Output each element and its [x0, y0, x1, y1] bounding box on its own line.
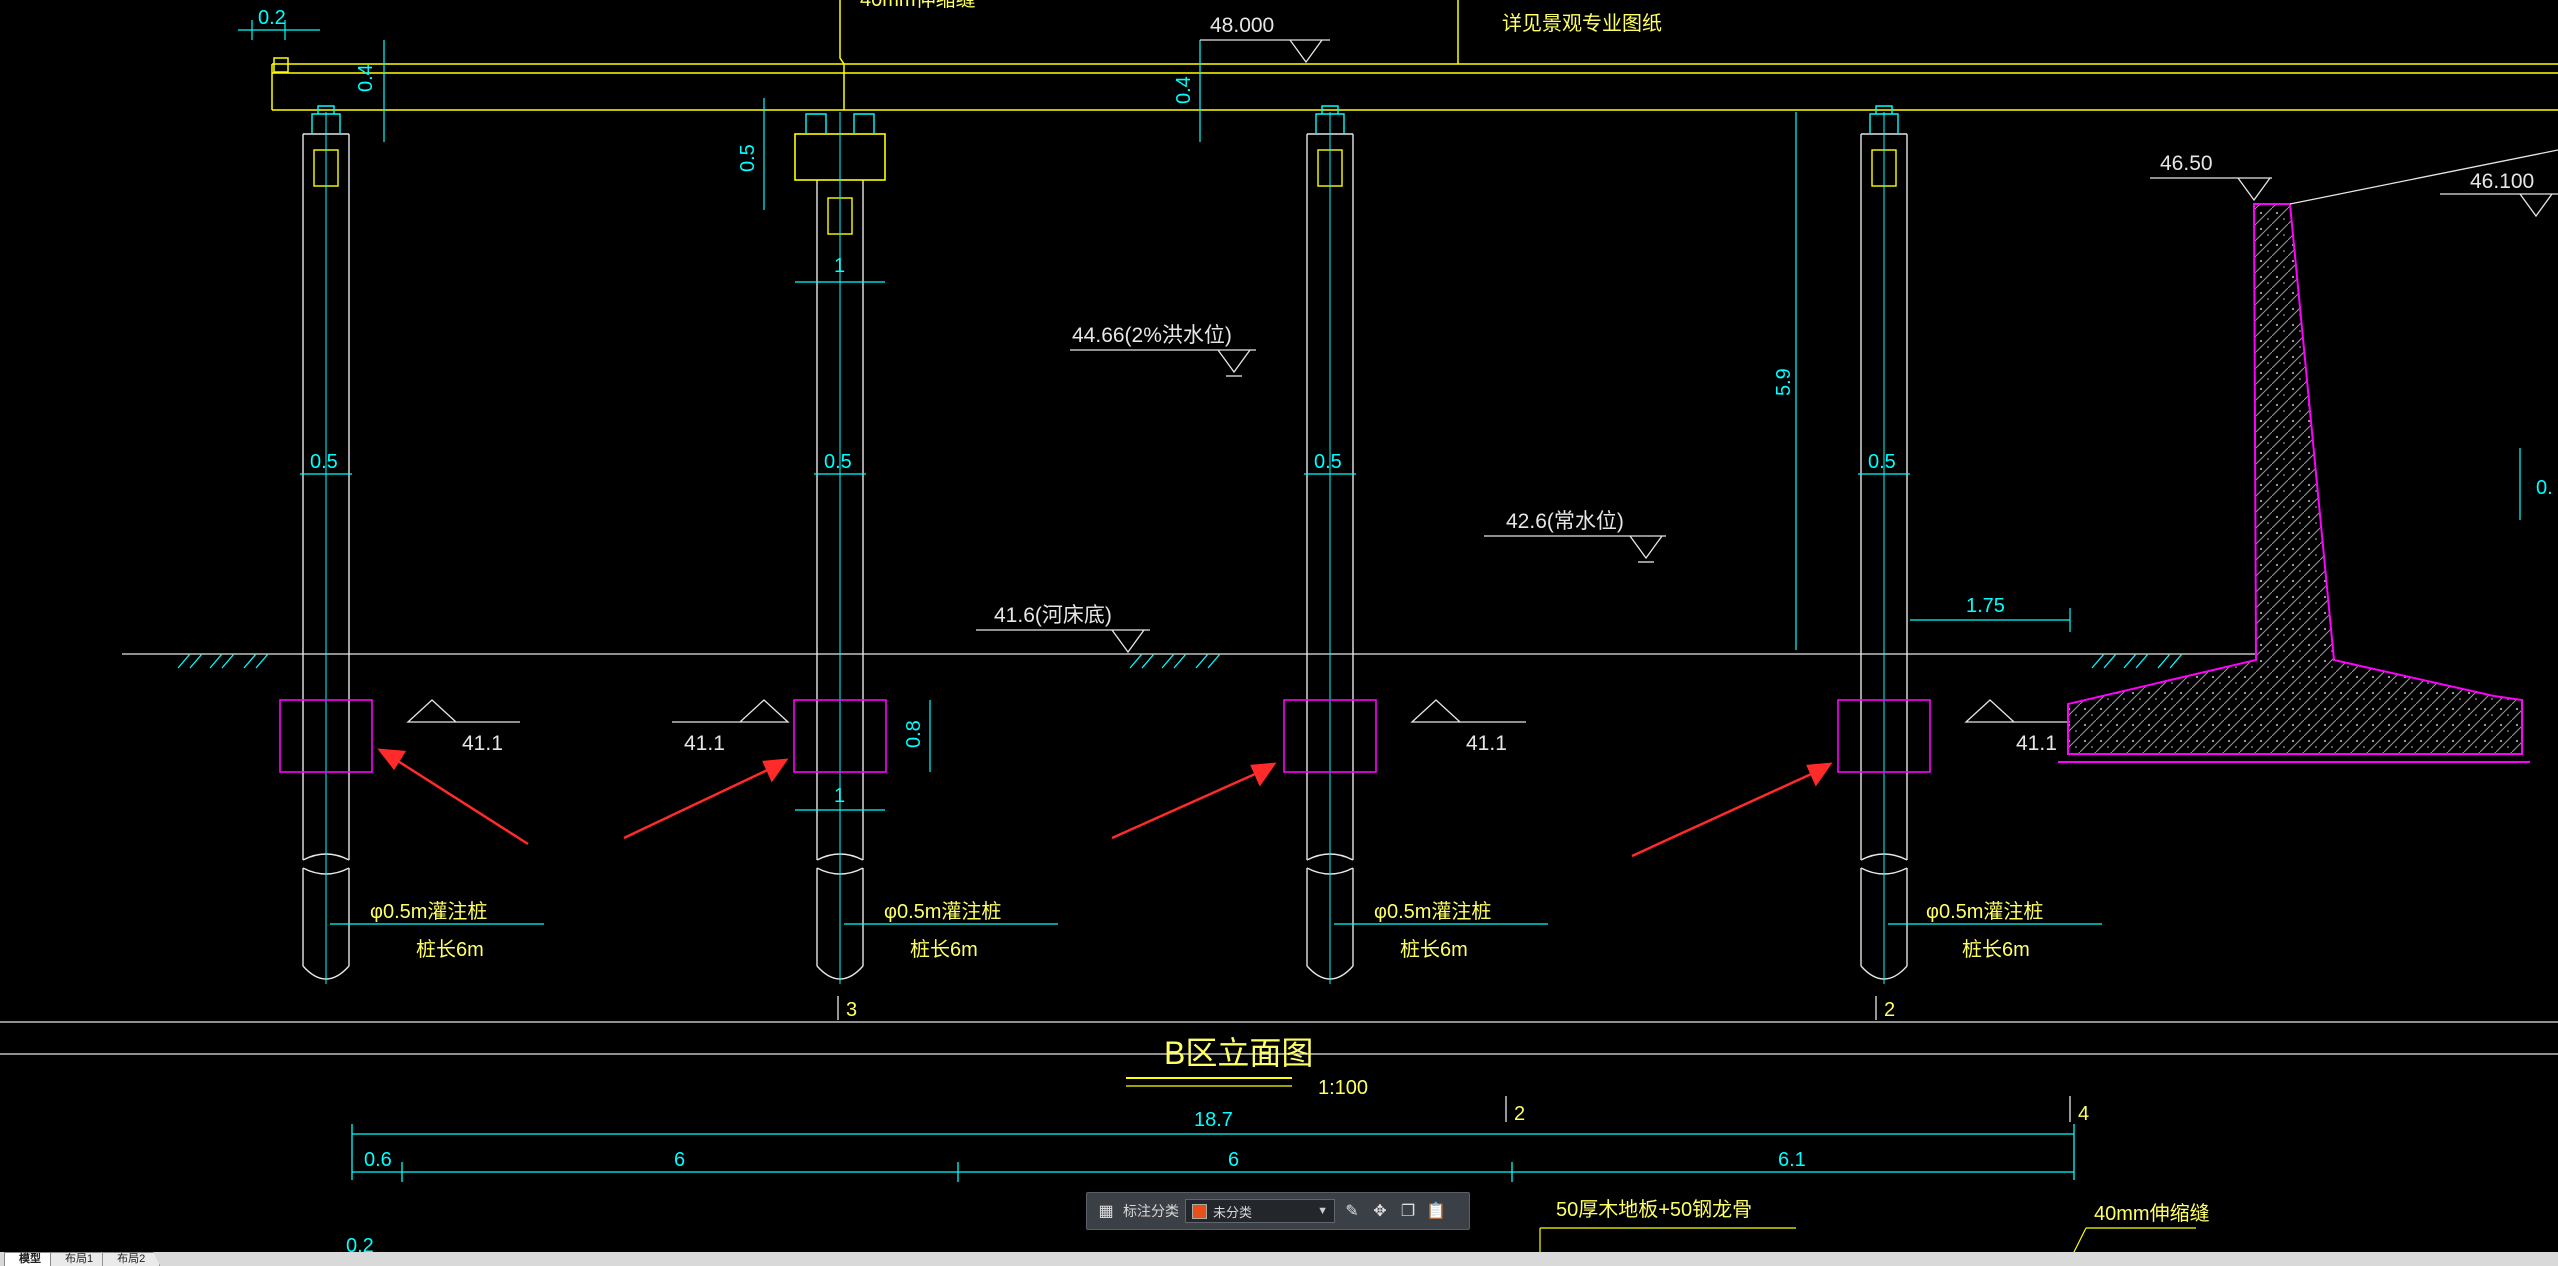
dim-cap-width: 1	[834, 785, 845, 807]
pile-note-4b: 桩长6m	[1962, 938, 2030, 961]
retaining-wall	[2058, 149, 2558, 763]
category-color-swatch	[1192, 1203, 1207, 1219]
tab-layout-1[interactable]: 布局1	[50, 1252, 109, 1266]
bottom-dims	[351, 1096, 2075, 1182]
dim-dia-4: 0.5	[1868, 451, 1896, 473]
category-select[interactable]: 未分类 ▼	[1185, 1199, 1335, 1223]
pile-1	[279, 105, 373, 984]
axis-label-2-upper: 2	[1884, 999, 1895, 1021]
highlight-arrows	[377, 748, 1833, 858]
dim-seg-3: 6	[1228, 1149, 1239, 1171]
dim-dia-2: 0.5	[824, 451, 852, 473]
drawing-title: B区立面图	[1164, 1035, 1313, 1071]
edit-icon[interactable]: ✎	[1345, 1203, 1359, 1220]
chevron-down-icon: ▼	[1317, 1205, 1328, 1217]
level-deck: 48.000	[1210, 14, 1274, 37]
level-flood: 44.66(2%洪水位)	[1072, 324, 1232, 347]
dim-cap-height: 0.8	[903, 720, 925, 748]
bottom-left-partial: 0.2	[346, 1235, 374, 1252]
dim-0.5-cap: 0.5	[737, 144, 759, 172]
level-bank-right: 46.100	[2470, 170, 2534, 193]
joint-note-top: 40mm伸缩缝	[860, 0, 976, 11]
joint-note-bottom: 40mm伸缩缝	[2094, 1202, 2210, 1225]
tab-model[interactable]: 模型	[4, 1252, 56, 1266]
dim-seg-2: 6	[674, 1149, 685, 1171]
pile-note-1a: φ0.5m灌注桩	[370, 900, 487, 923]
pile-note-1b: 桩长6m	[416, 938, 484, 961]
axis-label-4: 4	[2078, 1103, 2089, 1125]
toolbar-label: 标注分类	[1123, 1203, 1179, 1219]
pile-dims	[300, 281, 2521, 811]
grid-menu-icon[interactable]: ▦	[1098, 1203, 1114, 1220]
level-bed: 41.6(河床底)	[994, 604, 1112, 627]
dim-height: 5.9	[1773, 368, 1795, 396]
paste-icon[interactable]: 📋	[1426, 1203, 1446, 1220]
pile-2	[793, 112, 887, 984]
dim-seg-1: 0.6	[364, 1149, 392, 1171]
pile-4	[1837, 105, 1931, 984]
level-normal: 42.6(常水位)	[1506, 510, 1624, 533]
move-icon[interactable]: ✥	[1373, 1203, 1387, 1220]
tab-layout-2[interactable]: 布局2	[102, 1252, 161, 1266]
pile-top-level-4: 41.1	[2016, 732, 2057, 755]
pile-top-level-3: 41.1	[1466, 732, 1507, 755]
ground-line	[122, 653, 2256, 669]
title-lines	[0, 996, 2558, 1087]
dim-seg-4: 6.1	[1778, 1149, 1806, 1171]
dim-edge: 1.75	[1966, 595, 2005, 617]
top-dimension-group	[238, 20, 1797, 650]
dim-right-partial: 0.	[2536, 477, 2553, 499]
annotation-toolbar: ▦ 标注分类 未分类 ▼ ✎ ✥ ❐ 📋	[1086, 1192, 1470, 1230]
pile-top-level-markers	[406, 699, 2070, 723]
layout-tab-bar: 模型 布局1 布局2	[0, 1252, 2558, 1266]
level-markers	[976, 39, 2558, 654]
pile-note-3b: 桩长6m	[1400, 938, 1468, 961]
deck-note-leaders	[1539, 1227, 2196, 1252]
dim-dia-1: 0.5	[310, 451, 338, 473]
pile-3	[1283, 105, 1377, 984]
pile-top-level-2: 41.1	[684, 732, 725, 755]
dim-0.2: 0.2	[258, 7, 286, 29]
deck-beam	[271, 0, 2558, 111]
axis-label-2: 2	[1514, 1103, 1525, 1125]
category-select-value: 未分类	[1213, 1204, 1253, 1220]
pile-note-4a: φ0.5m灌注桩	[1926, 900, 2043, 923]
dim-0.4-left: 0.4	[355, 64, 377, 92]
pile-note-3a: φ0.5m灌注桩	[1374, 900, 1491, 923]
dim-total: 18.7	[1194, 1109, 1233, 1131]
axis-label-3: 3	[846, 999, 857, 1021]
pile-note-2b: 桩长6m	[910, 938, 978, 961]
dim-dia-3: 0.5	[1314, 451, 1342, 473]
deck-note: 50厚木地板+50钢龙骨	[1556, 1198, 1752, 1221]
drawing-scale: 1:100	[1318, 1077, 1368, 1099]
level-bank-left: 46.50	[2160, 152, 2213, 175]
dim-0.4-mid: 0.4	[1173, 76, 1195, 104]
pile-note-2a: φ0.5m灌注桩	[884, 900, 1001, 923]
dim-col-width: 1	[834, 255, 845, 277]
copy-icon[interactable]: ❐	[1400, 1203, 1416, 1220]
pile-top-level-1: 41.1	[462, 732, 503, 755]
landscape-note: 详见景观专业图纸	[1502, 12, 1662, 35]
